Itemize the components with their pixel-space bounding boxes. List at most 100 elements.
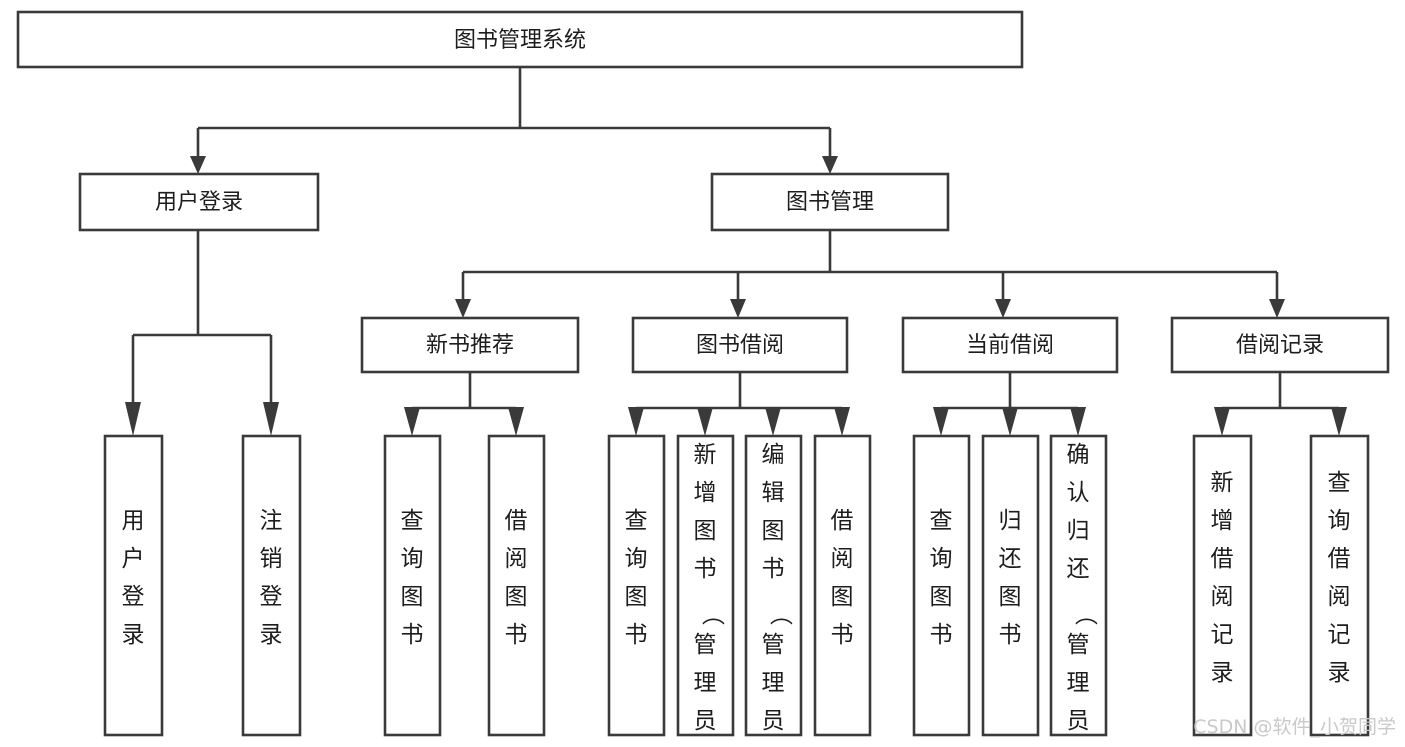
leaf-label-glyph: 管: [694, 632, 717, 658]
leaf-label-glyph: 归: [1067, 518, 1090, 544]
node-leaf-user-login-box[interactable]: [103, 434, 164, 737]
leaf-label-glyph: 阅: [1328, 584, 1351, 610]
node-book-borrow-box[interactable]: [631, 316, 849, 374]
node-leaf-query-book-2-box[interactable]: [607, 434, 666, 737]
leaf-label-glyph: 用: [122, 508, 145, 534]
leaf-label-glyph: 书: [401, 622, 424, 648]
leaf-label-glyph: 借: [831, 508, 854, 534]
leaf-label-glyph: 书: [762, 556, 785, 582]
arrowhead-layer: [125, 156, 1347, 436]
leaf-label-glyph: 查: [1328, 470, 1351, 496]
node-leaf-logout-box[interactable]: [241, 434, 302, 737]
leaf-label-glyph: 注: [260, 508, 283, 534]
node-leaf-add-record-box[interactable]: [1192, 434, 1253, 737]
node-leaf-query-record-box[interactable]: [1309, 434, 1370, 737]
leaf-label-glyph: 询: [625, 546, 648, 572]
node-borrow-records-label: 借阅记录: [1236, 333, 1324, 358]
node-leaf-query-book-1-box[interactable]: [383, 434, 442, 737]
leaf-label-glyph: 新: [694, 442, 717, 468]
leaf-label-glyph: 书: [505, 622, 528, 648]
leaf-label-glyph: 记: [1328, 622, 1351, 648]
node-leaf-user-login-label: 用户登录: [122, 508, 145, 648]
node-current-borrow-box[interactable]: [901, 316, 1119, 374]
node-borrow-records-box[interactable]: [1170, 316, 1390, 374]
leaf-label-glyph: 查: [930, 508, 953, 534]
leaf-label-glyph: 归: [999, 508, 1022, 534]
node-leaf-confirm-return-box[interactable]: [1049, 434, 1108, 737]
leaf-label-glyph: 录: [260, 622, 283, 648]
leaf-label-glyph: 借: [1211, 546, 1234, 572]
arrowhead-icon-leaf-add-book: [697, 407, 713, 436]
node-current-borrow[interactable]: 当前借阅: [901, 316, 1119, 374]
arrowhead-icon-leaf-query-record: [1331, 407, 1347, 436]
leaf-label-glyph: （: [1072, 603, 1098, 626]
node-leaf-add-book-box[interactable]: [676, 434, 735, 737]
leaf-label-glyph: 询: [401, 546, 424, 572]
leaf-label-glyph: 确: [1067, 442, 1090, 468]
node-book-management-box[interactable]: [710, 172, 950, 232]
node-book-management-label: 图书管理: [786, 190, 874, 215]
node-borrow-records[interactable]: 借阅记录: [1170, 316, 1390, 374]
node-root-system-label: 图书管理系统: [454, 28, 586, 53]
node-leaf-query-book-3-box[interactable]: [912, 434, 971, 737]
leaf-label-glyph: 登: [122, 584, 145, 610]
node-book-borrow[interactable]: 图书借阅: [631, 316, 849, 374]
arrowhead-icon-leaf-query-book-3: [933, 407, 949, 436]
node-user-login-box[interactable]: [78, 172, 320, 232]
node-new-book-recommend-box[interactable]: [360, 316, 580, 374]
leaf-label-glyph: 图: [831, 584, 854, 610]
leaf-label-glyph: 还: [999, 546, 1022, 572]
node-book-management[interactable]: 图书管理: [710, 172, 950, 232]
leaf-label-glyph: 阅: [505, 546, 528, 572]
arrowhead-icon-leaf-user-login: [125, 402, 141, 436]
leaf-label-glyph: 户: [122, 546, 145, 572]
arrowhead-icon-leaf-borrow-book-2: [834, 407, 850, 436]
leaf-label-glyph: 员: [1067, 708, 1090, 734]
leaf-label-glyph: 登: [260, 584, 283, 610]
arrowhead-icon-leaf-confirm-return: [1070, 407, 1086, 436]
node-leaf-borrow-book-1-box[interactable]: [487, 434, 546, 737]
leaf-label-glyph: 员: [694, 708, 717, 734]
leaf-label-glyph: 录: [122, 622, 145, 648]
node-book-borrow-label: 图书借阅: [696, 333, 784, 358]
node-leaf-user-login[interactable]: 用户登录: [103, 434, 164, 737]
leaf-label-glyph: 销: [260, 546, 283, 572]
arrowhead-icon-new-book-recommend: [455, 299, 471, 318]
node-leaf-edit-book-box[interactable]: [744, 434, 803, 737]
node-root-system[interactable]: 图书管理系统: [16, 10, 1024, 69]
leaf-label-glyph: 借: [505, 508, 528, 534]
leaf-label-glyph: 增: [694, 480, 717, 506]
leaf-label-glyph: 管: [1067, 632, 1090, 658]
node-user-login-label: 用户登录: [155, 190, 243, 215]
node-current-borrow-label: 当前借阅: [966, 333, 1054, 358]
leaf-label-glyph: 书: [930, 622, 953, 648]
leaf-label-glyph: 询: [930, 546, 953, 572]
node-user-login[interactable]: 用户登录: [78, 172, 320, 232]
node-leaf-return-book-box[interactable]: [981, 434, 1040, 737]
node-new-book-recommend[interactable]: 新书推荐: [360, 316, 580, 374]
node-root-system-box[interactable]: [16, 10, 1024, 69]
arrowhead-icon-leaf-query-book-2: [628, 407, 644, 436]
leaf-label-glyph: 查: [401, 508, 424, 534]
node-leaf-borrow-book-2-box[interactable]: [813, 434, 872, 737]
